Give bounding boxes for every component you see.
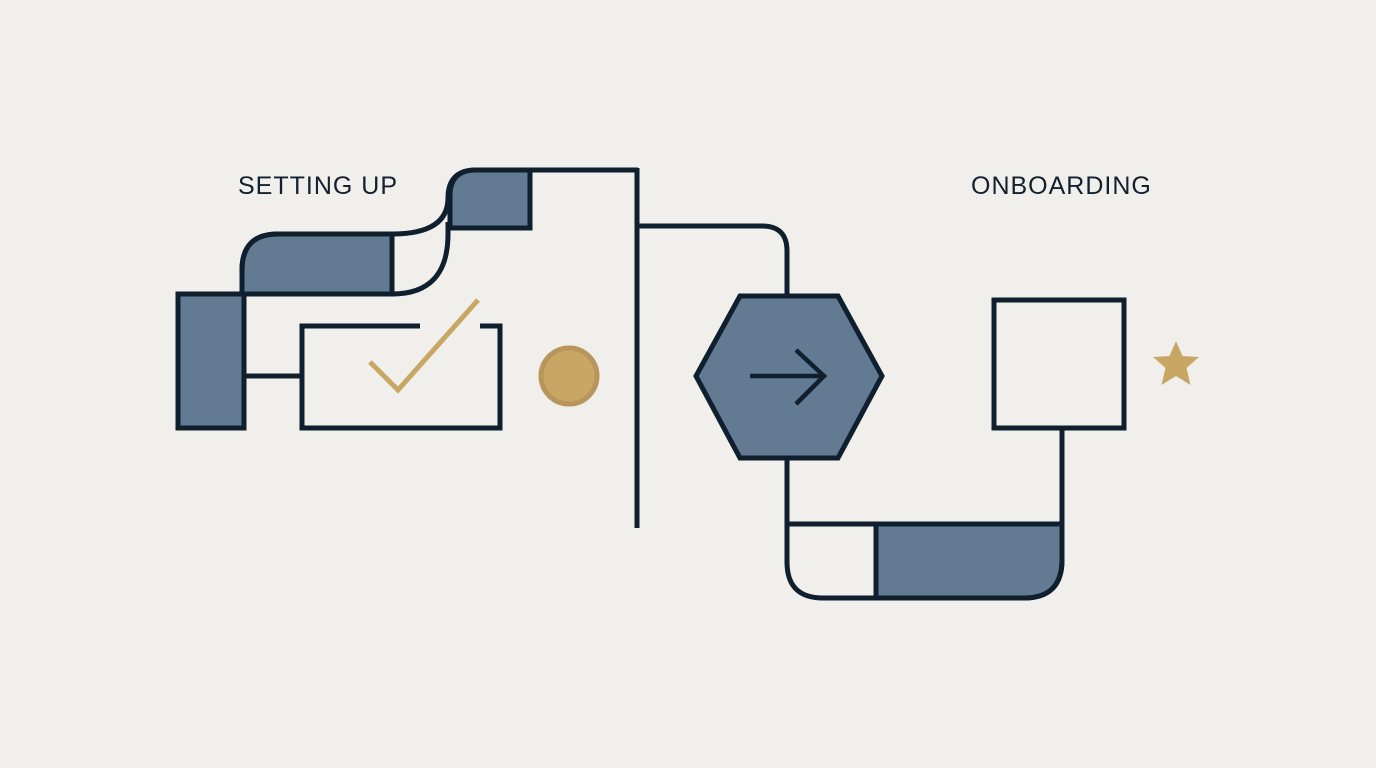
bottom-pipe-fill — [873, 521, 1065, 601]
bottom-pipe-outline — [784, 521, 1065, 601]
check-box — [299, 323, 503, 431]
arch-pipe-fill — [239, 231, 395, 297]
circle-icon — [538, 345, 600, 407]
onboarding-square — [991, 297, 1127, 431]
left-block — [175, 291, 247, 431]
top-small-block — [447, 167, 533, 231]
star-icon — [1153, 341, 1199, 385]
check-icon — [368, 298, 480, 394]
setting-up-label: SETTING UP — [238, 172, 399, 200]
onboarding-label: ONBOARDING — [971, 172, 1152, 200]
arrow-right-icon — [750, 348, 828, 406]
hexagon-connector — [637, 223, 790, 296]
arch-inner-curve — [242, 222, 451, 297]
